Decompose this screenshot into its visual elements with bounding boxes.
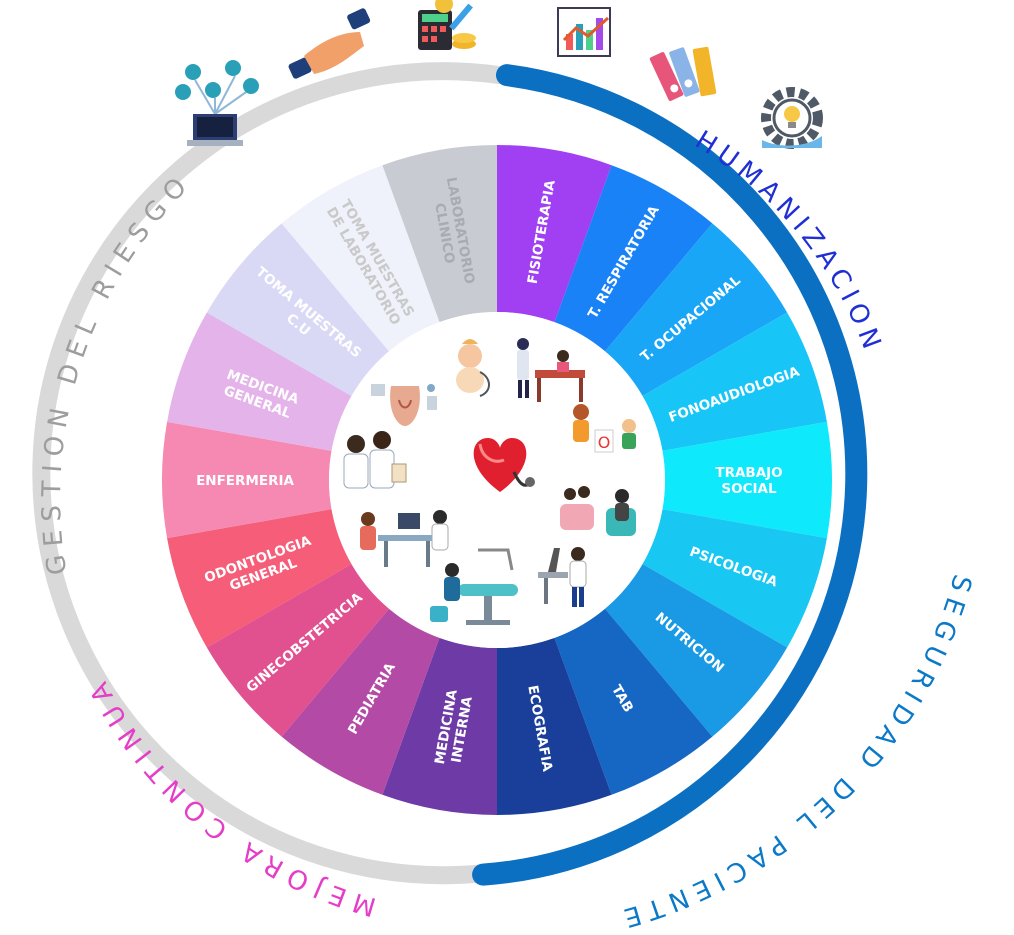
segments-layer	[161, 145, 832, 815]
segment-nutricion	[604, 564, 788, 737]
bar-chart-icon	[557, 7, 611, 57]
segment-label: ENFERMERIA	[196, 473, 294, 489]
segment-fisioterapia	[497, 145, 612, 323]
binders-icon	[649, 46, 717, 101]
social-work-scene-icon	[560, 486, 636, 536]
segment-t-ocupacional	[604, 223, 788, 396]
physiotherapy-scene-icon	[517, 338, 585, 402]
svg-text:O: O	[598, 433, 611, 452]
laptop-network-icon	[175, 60, 259, 146]
segment-enfermeria	[161, 421, 332, 539]
segment-fonoaudiologia	[642, 312, 827, 451]
outer-ring	[32, 62, 868, 886]
segment-toma-muestras-de-laboratorio	[281, 165, 440, 352]
segment-laboratorio-clinico	[382, 145, 497, 323]
segment-medicina-interna	[382, 637, 497, 815]
segment-pediatria	[281, 608, 440, 795]
segment-toma-muestras-c-u	[206, 223, 390, 396]
ultrasound-equipment-icon	[371, 384, 437, 426]
blue-outer-arc	[472, 64, 868, 886]
microscope-lab-scene-icon	[538, 547, 587, 607]
speech-therapy-scene-icon: O	[573, 404, 636, 453]
budget-calculator-icon	[418, 0, 476, 50]
segment-trabajo-social	[662, 421, 832, 539]
segment-ginecobstetricia	[206, 564, 390, 737]
segment-t-respiratoria	[554, 165, 713, 352]
segment-odontologia-general	[167, 509, 352, 648]
dental-chair-scene-icon	[430, 548, 518, 625]
baby-stethoscope-icon	[456, 339, 490, 397]
gray-outer-arc	[32, 62, 508, 885]
segment-medicina-general	[167, 312, 352, 451]
segment-psicologia	[642, 509, 827, 648]
innovation-gear-icon	[761, 87, 823, 149]
segment-tab	[554, 608, 713, 795]
handshake-icon	[288, 8, 371, 79]
heart-stethoscope-icon	[473, 438, 535, 492]
segment-ecografia	[497, 637, 612, 815]
consultation-desk-scene-icon	[360, 510, 449, 567]
doctors-icon	[343, 431, 407, 489]
inner-hub: O	[329, 312, 665, 648]
